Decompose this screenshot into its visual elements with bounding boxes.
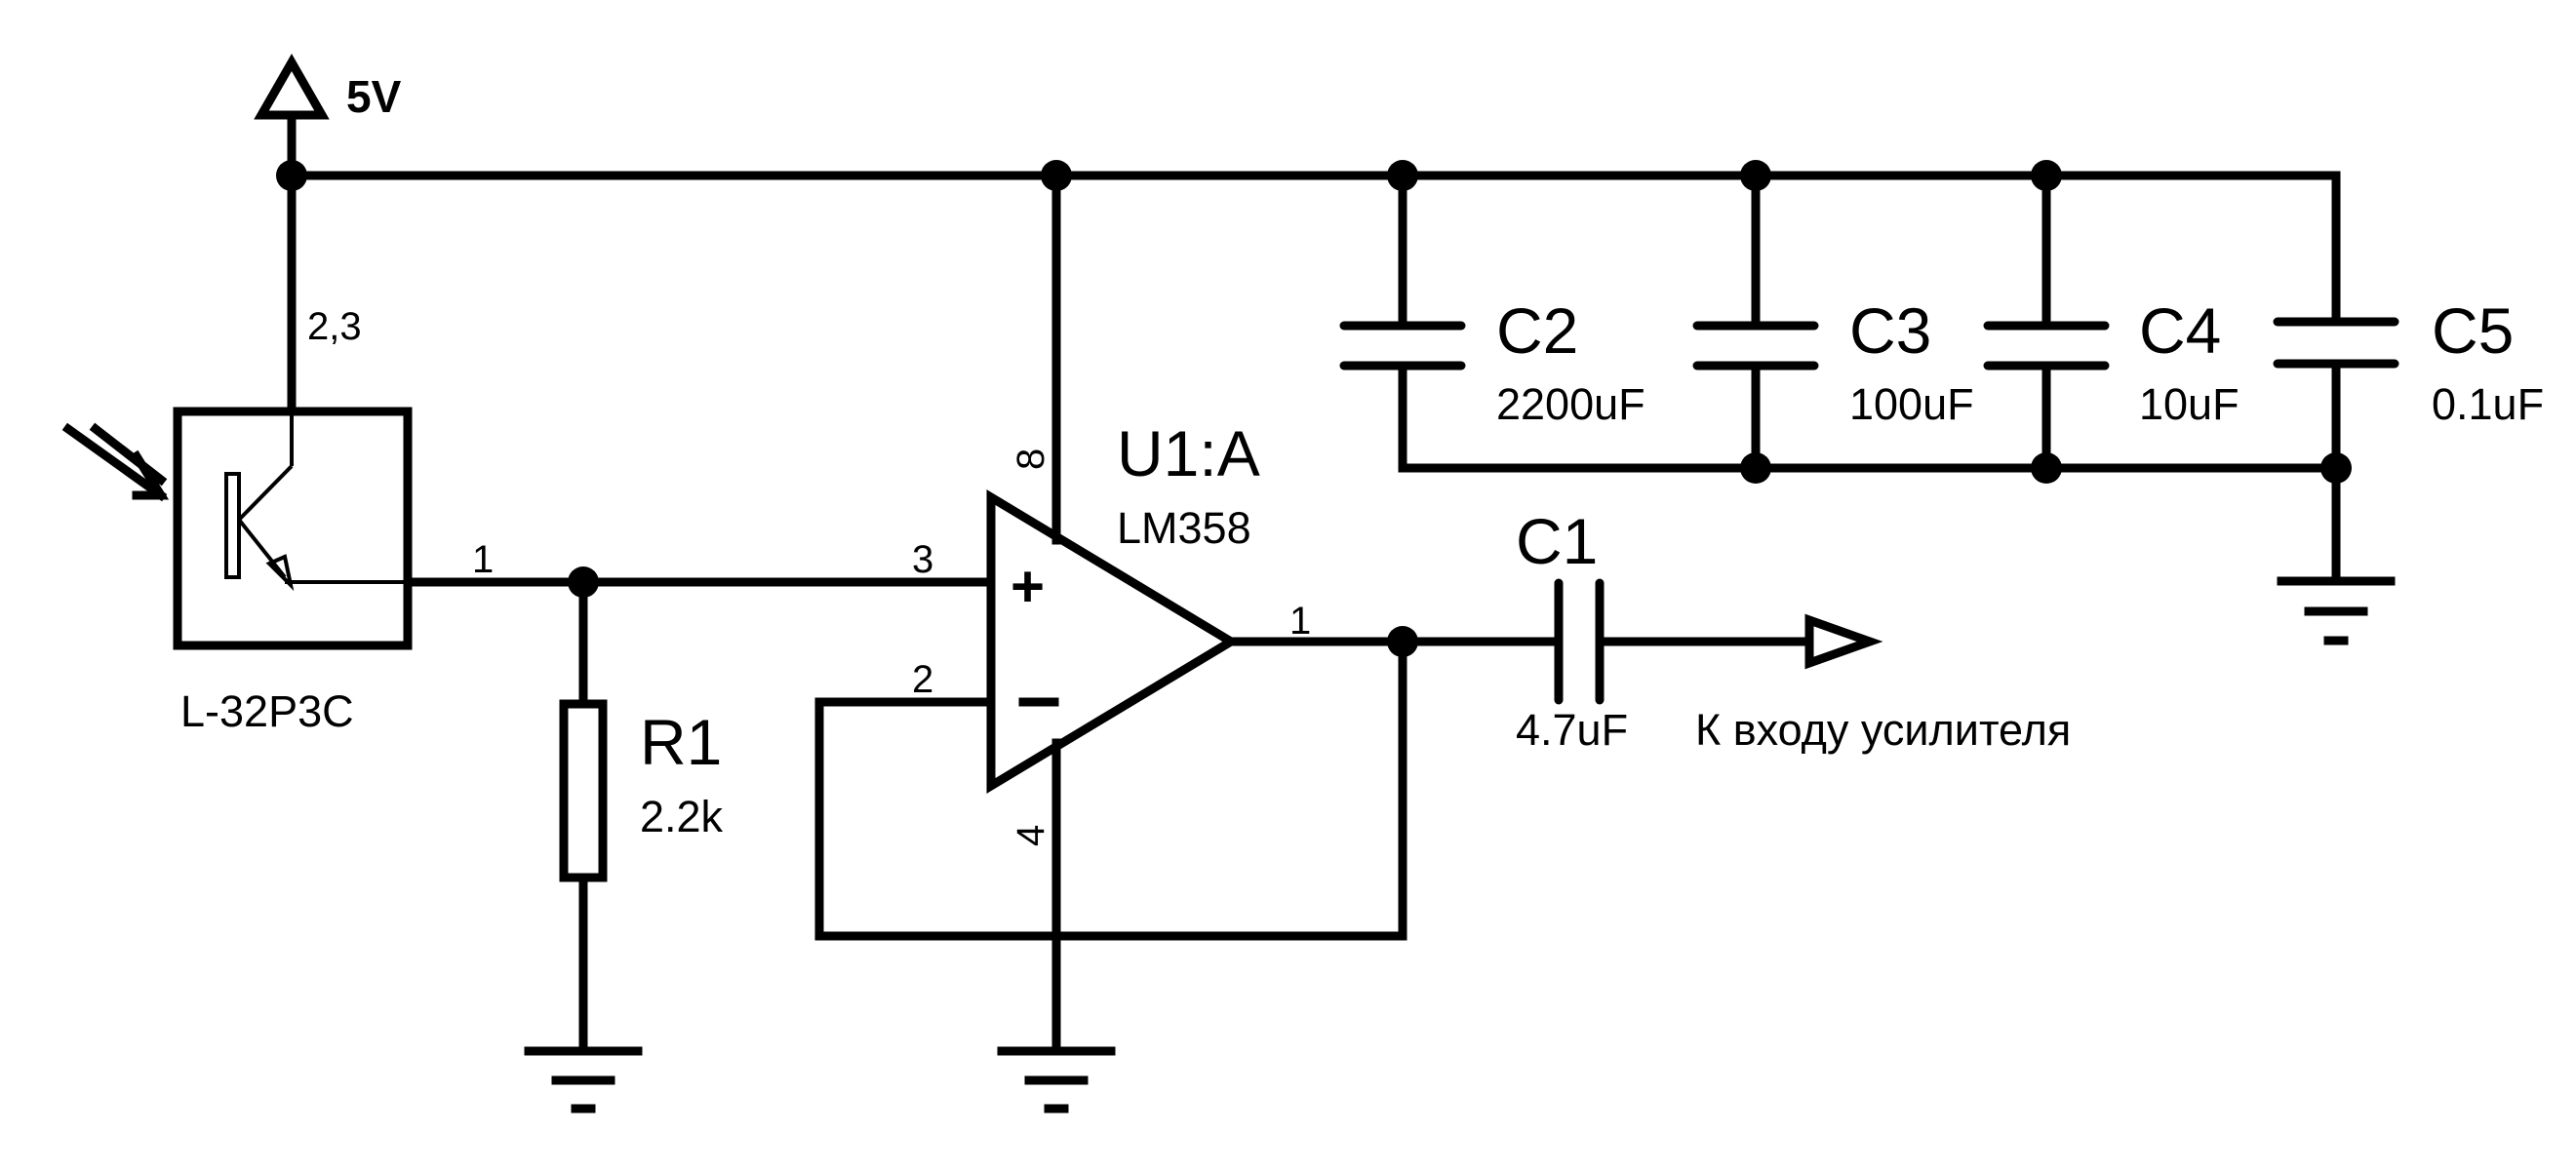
- junction-dot: [1041, 160, 1072, 191]
- junction-dot: [1740, 160, 1771, 191]
- c5-ref: C5: [2432, 294, 2514, 367]
- capacitor-c1: C1 4.7uF: [1516, 505, 1628, 755]
- phototransistor-pin-collector: 2,3: [307, 305, 362, 348]
- c4-value: 10uF: [2139, 379, 2239, 429]
- resistor-r1: R1 2.2k: [559, 577, 724, 1056]
- junction-dot: [1387, 626, 1418, 657]
- opamp-part: LM358: [1117, 503, 1251, 553]
- junction-dot: [568, 566, 599, 598]
- output-net: К входу усилителя: [1226, 613, 2071, 755]
- opamp-pin-vcc: 8: [1010, 449, 1052, 470]
- opamp-pin-plus: 3: [912, 538, 933, 581]
- light-arrows-icon: [61, 422, 170, 502]
- c1-value: 4.7uF: [1516, 705, 1628, 755]
- c2-value: 2200uF: [1496, 379, 1645, 429]
- opamp-pin-out: 1: [1289, 600, 1311, 643]
- r1-value: 2.2k: [640, 792, 724, 841]
- phototransistor-pin-emitter: 1: [472, 538, 494, 581]
- c1-ref: C1: [1516, 505, 1598, 577]
- c4-ref: C4: [2139, 294, 2221, 367]
- capacitor-c2: C2 2200uF: [1339, 171, 1645, 473]
- opamp-pin-gnd: 4: [1010, 825, 1052, 846]
- junction-dot: [276, 160, 307, 191]
- output-label: К входу усилителя: [1695, 705, 2071, 755]
- junction-dot: [1740, 452, 1771, 484]
- c3-ref: C3: [1849, 294, 1931, 367]
- junction-dots: [276, 160, 2352, 657]
- junction-dot: [1387, 160, 1418, 191]
- opamp-triangle: [986, 489, 1240, 794]
- c5-value: 0.1uF: [2432, 379, 2544, 429]
- opamp-ref: U1:A: [1117, 417, 1260, 489]
- feedback-loop: [814, 637, 1407, 941]
- r1-ref: R1: [640, 706, 722, 778]
- power-supply-5v: 5V: [254, 53, 402, 180]
- ground-capacitors: [2277, 576, 2396, 645]
- junction-dot: [2320, 452, 2352, 484]
- resistor-r1-body: [559, 699, 608, 882]
- opamp-u1a: + 3 2 1 8 4 U1:A LM358: [912, 171, 1311, 1056]
- c3-value: 100uF: [1849, 379, 1974, 429]
- ground-r1: [524, 1046, 643, 1113]
- opamp-pin-minus: 2: [912, 658, 933, 701]
- output-arrow-icon: [1804, 613, 1883, 670]
- junction-dot: [2031, 160, 2062, 191]
- power-label: 5V: [346, 71, 402, 122]
- junction-dot: [2031, 452, 2062, 484]
- opamp-sign-plus: +: [1011, 554, 1045, 619]
- supply-rail: [287, 171, 2341, 327]
- power-arrow-icon: [254, 53, 330, 120]
- capacitor-c4: C4 10uF: [1983, 171, 2239, 473]
- capacitor-c5: C5 0.1uF: [2273, 294, 2544, 586]
- capacitor-c3: C3 100uF: [1692, 171, 1974, 473]
- c2-ref: C2: [1496, 294, 1578, 367]
- phototransistor-part-label: L-32P3C: [180, 686, 354, 736]
- phototransistor: 2,3 1 L-32P3C: [61, 171, 494, 736]
- ground-opamp: [997, 1046, 1116, 1113]
